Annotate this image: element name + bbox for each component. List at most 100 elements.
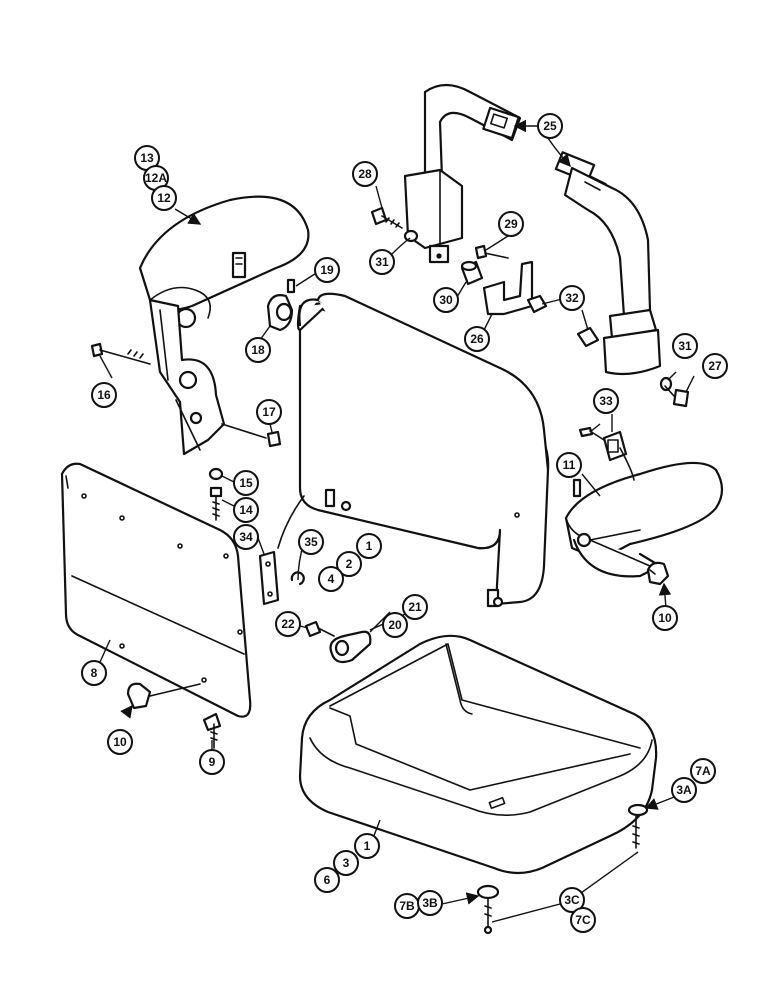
bolt-14 <box>209 486 223 521</box>
callout-35: 35 <box>298 529 324 555</box>
callout-12-label: 12 <box>157 191 171 205</box>
callout-7a-label: 7A <box>695 764 711 778</box>
callout-13: 13 <box>134 145 160 171</box>
callout-16-label: 16 <box>97 388 111 402</box>
callout-22: 22 <box>275 611 301 637</box>
callout-15: 15 <box>233 470 259 496</box>
callout-7b-label: 7B <box>399 899 415 913</box>
callout-34-label: 34 <box>239 530 253 544</box>
callout-32-label: 32 <box>565 291 579 305</box>
callout-1-cushion-label: 1 <box>364 839 371 853</box>
callouts: 13 12A 12 28 25 29 31 30 26 32 19 18 16 … <box>81 113 728 933</box>
callout-33-label: 33 <box>599 394 613 408</box>
callout-3b-label: 3B <box>422 896 438 910</box>
callout-3: 3 <box>333 850 359 876</box>
callout-3b: 3B <box>417 890 443 916</box>
callout-29-label: 29 <box>504 217 518 231</box>
callout-27-label: 27 <box>708 359 722 373</box>
callout-16: 16 <box>91 382 117 408</box>
washer-31-top <box>403 229 419 243</box>
callout-26: 26 <box>464 326 490 352</box>
callout-2-label: 2 <box>346 557 353 571</box>
callout-19-label: 19 <box>320 263 334 277</box>
seat-belt-assembly <box>403 83 662 376</box>
callout-1-back-label: 1 <box>366 539 373 553</box>
callout-9-label: 9 <box>209 755 216 769</box>
callout-33: 33 <box>593 388 619 414</box>
callout-31-right: 31 <box>672 333 698 359</box>
callout-28-label: 28 <box>358 167 372 181</box>
screw-9 <box>202 712 222 749</box>
callout-20-label: 20 <box>388 618 402 632</box>
callout-6: 6 <box>314 867 340 893</box>
knob-18 <box>266 278 296 332</box>
callout-35-label: 35 <box>304 535 318 549</box>
callout-31-top-label: 31 <box>375 255 389 269</box>
callout-13-label: 13 <box>140 151 154 165</box>
latch-34 <box>258 550 280 606</box>
callout-31-right-label: 31 <box>678 339 692 353</box>
callout-19: 19 <box>314 257 340 283</box>
callout-6-label: 6 <box>324 873 331 887</box>
bolt-3a <box>627 803 649 849</box>
callout-15-label: 15 <box>239 476 253 490</box>
callout-9: 9 <box>199 749 225 775</box>
pin-17 <box>266 430 282 448</box>
callout-34: 34 <box>233 524 259 550</box>
callout-27: 27 <box>702 353 728 379</box>
callout-7b: 7B <box>394 893 420 919</box>
cable <box>277 495 305 549</box>
callout-12: 12 <box>151 185 177 211</box>
callout-7c: 7C <box>570 907 596 933</box>
callout-22-label: 22 <box>281 617 295 631</box>
callout-3a: 3A <box>671 777 697 803</box>
callout-8: 8 <box>81 660 107 686</box>
callout-10-right: 10 <box>652 605 678 631</box>
callout-17: 17 <box>256 399 282 425</box>
callout-7a: 7A <box>690 758 716 784</box>
seat-cushion <box>298 634 658 875</box>
washer-15 <box>208 467 224 481</box>
callout-10-right-label: 10 <box>658 611 672 625</box>
callout-26-label: 26 <box>470 332 484 346</box>
bolt-3b <box>476 884 500 935</box>
clip-10-right <box>646 561 670 586</box>
pivot-20 <box>304 620 372 664</box>
callout-30: 30 <box>433 287 459 313</box>
clip-10-left <box>126 682 201 710</box>
right-armrest <box>564 426 724 578</box>
callout-18: 18 <box>245 337 271 363</box>
leader-lines <box>99 119 695 923</box>
callout-12a-label: 12A <box>145 171 167 185</box>
callout-25: 25 <box>537 113 563 139</box>
callout-4: 4 <box>318 566 344 592</box>
callout-21: 21 <box>402 594 428 620</box>
callout-3a-label: 3A <box>676 783 692 797</box>
callout-14-label: 14 <box>239 503 253 517</box>
callout-32: 32 <box>559 285 585 311</box>
callout-30-label: 30 <box>439 293 453 307</box>
bolt-28 <box>370 206 403 229</box>
callout-12a: 12A <box>143 165 169 191</box>
callout-10-left: 10 <box>107 729 133 755</box>
callout-25-label: 25 <box>543 119 557 133</box>
seat-back <box>296 292 550 608</box>
callout-31-top: 31 <box>369 249 395 275</box>
callout-21-label: 21 <box>408 600 422 614</box>
callout-17-label: 17 <box>262 405 276 419</box>
callout-28: 28 <box>352 161 378 187</box>
callout-3-label: 3 <box>343 856 350 870</box>
callout-2: 2 <box>336 551 362 577</box>
callout-3c-label: 3C <box>564 893 580 907</box>
callout-7c-label: 7C <box>575 913 591 927</box>
callout-4-label: 4 <box>328 572 335 586</box>
callout-1-back: 1 <box>356 533 382 559</box>
bracket-group <box>460 244 600 348</box>
callout-10-left-label: 10 <box>113 735 127 749</box>
callout-3c: 3C <box>559 887 585 913</box>
callout-18-label: 18 <box>251 343 265 357</box>
callout-14: 14 <box>233 497 259 523</box>
side-panel <box>60 462 252 718</box>
callout-1-cushion: 1 <box>354 833 380 859</box>
